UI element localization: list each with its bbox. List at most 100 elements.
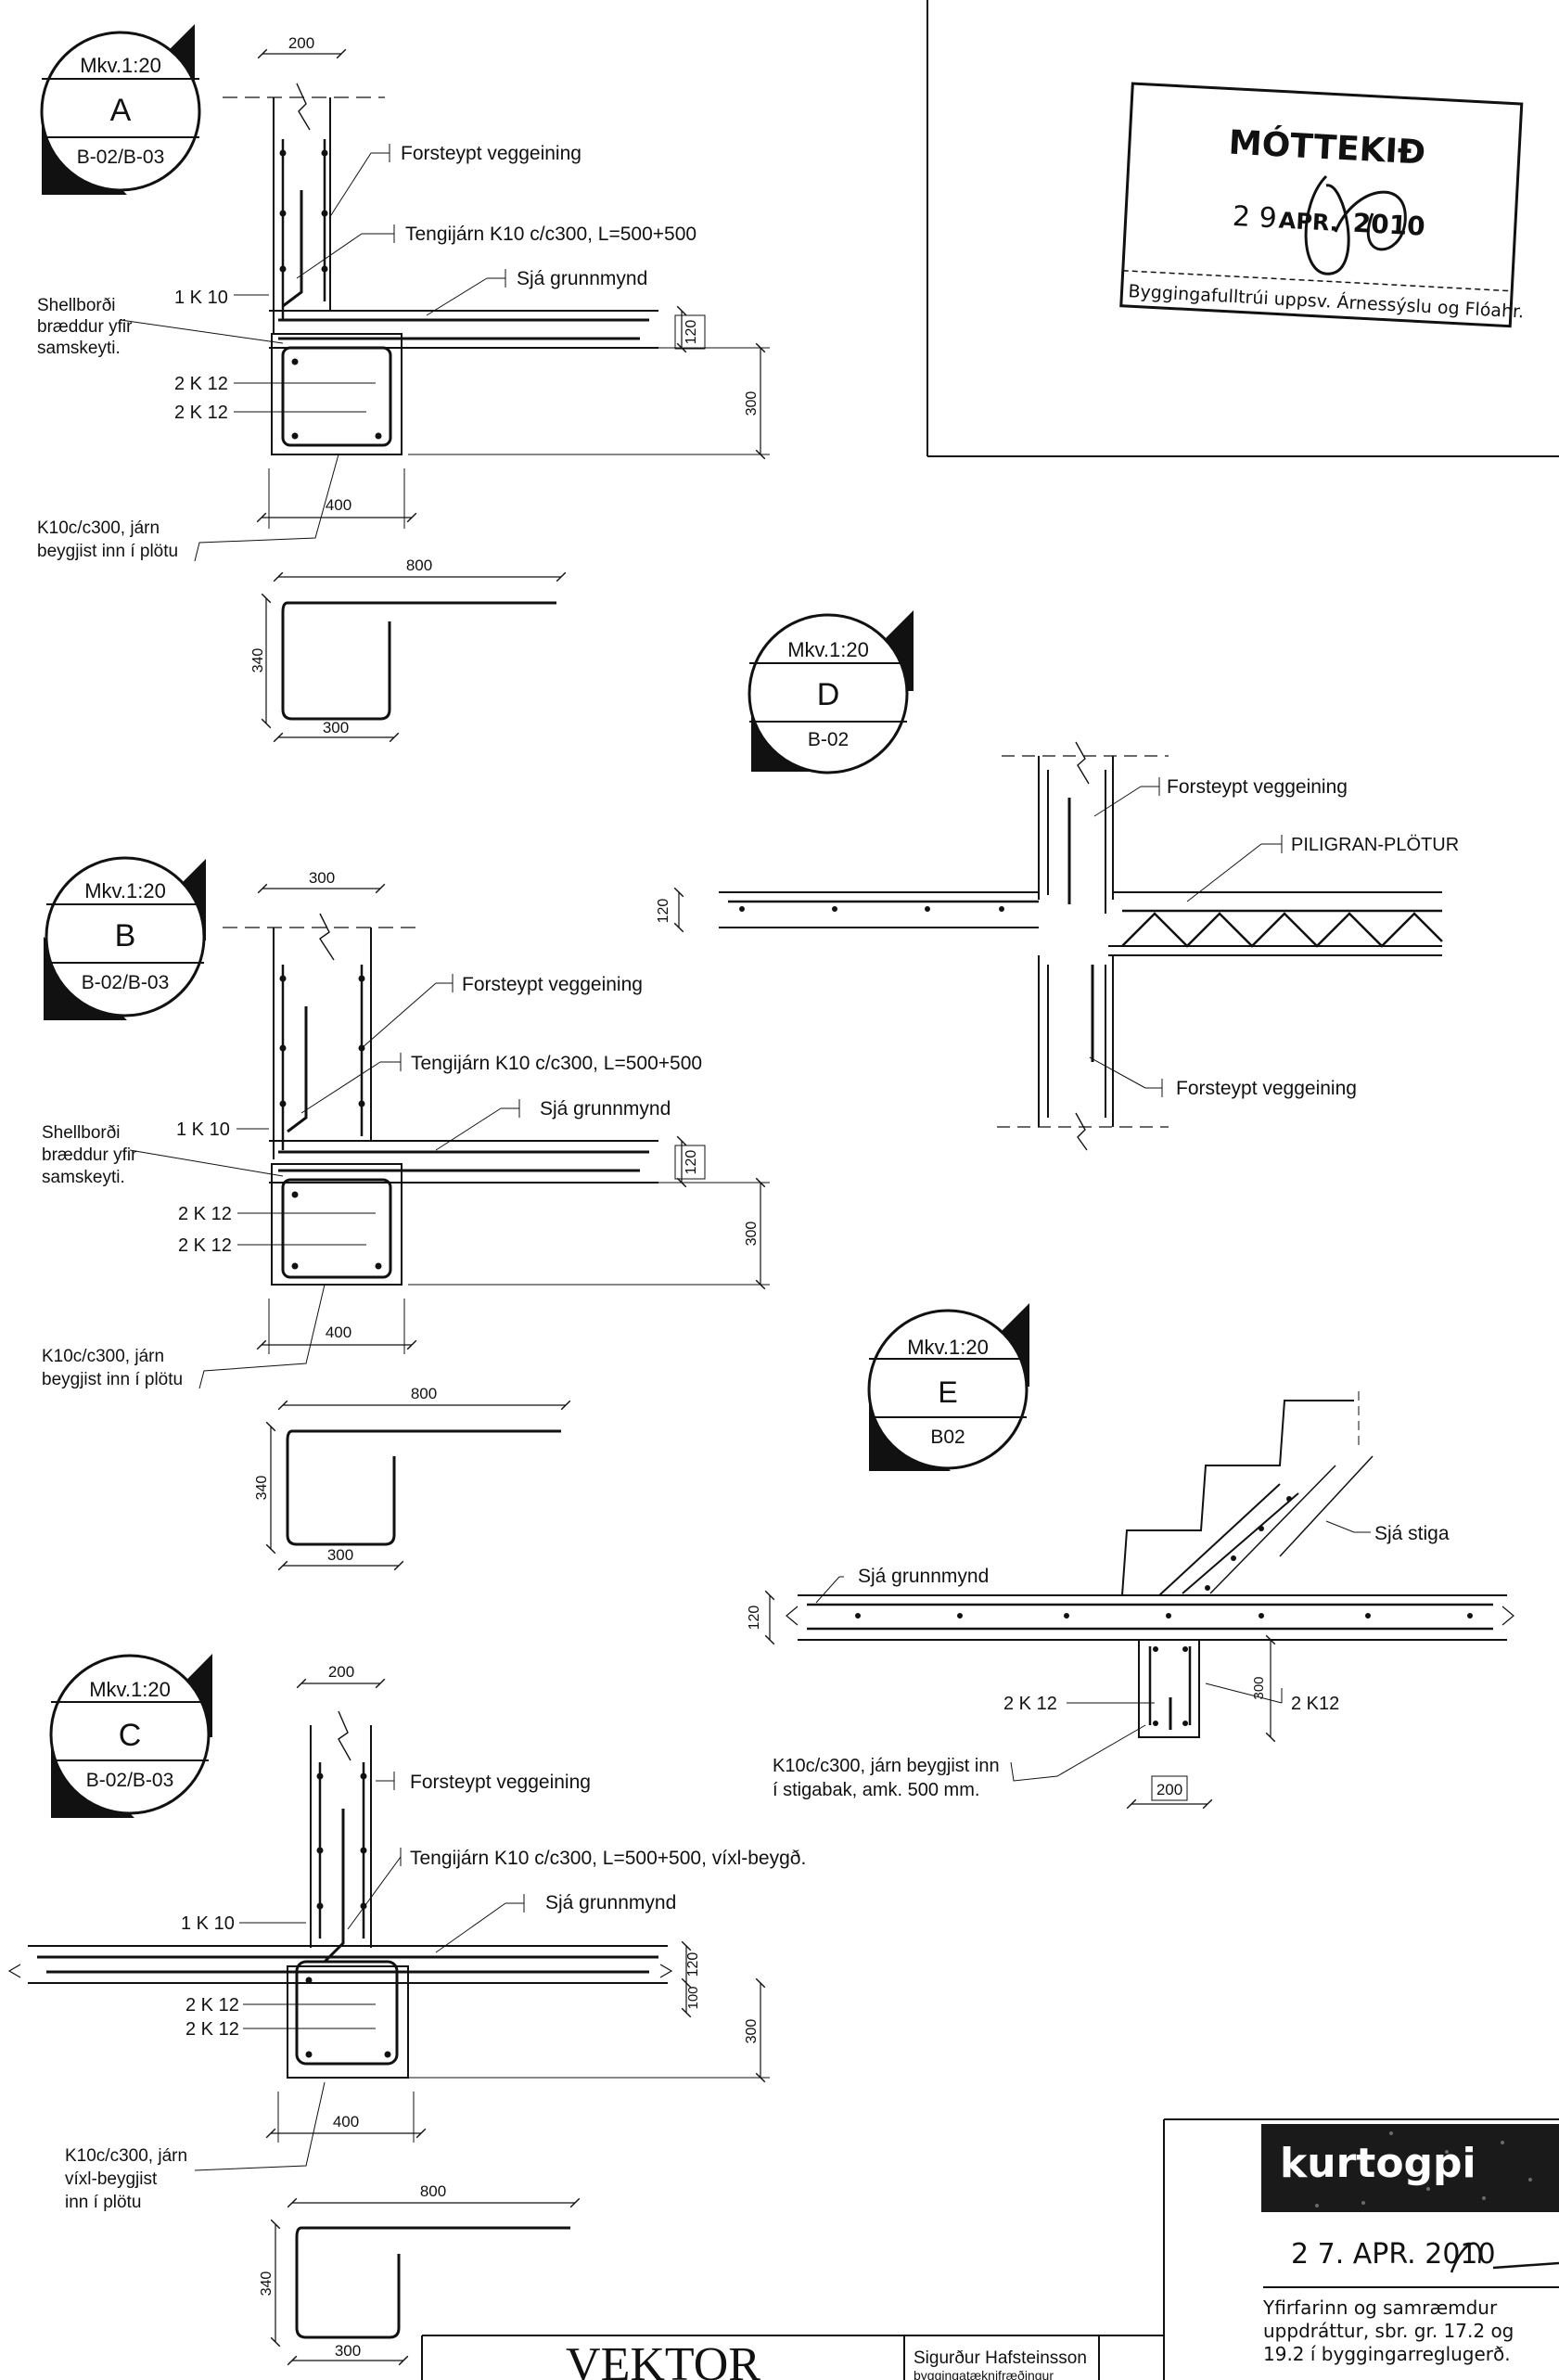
title-block-role: byggingatæknifræðingur	[914, 2368, 1054, 2380]
detail-b-bar-mid1: 2 K 12	[178, 1204, 232, 1224]
detail-c-sheets: B-02/B-03	[86, 1770, 174, 1791]
detail-b: Mkv.1:20 B B-02/B-03 300 120 300	[42, 856, 770, 1571]
detail-b-dim-stirrup-b: 300	[327, 1546, 353, 1564]
detail-b-letter: B	[115, 918, 136, 953]
detail-c-dim-slab2: 100	[685, 1986, 701, 2009]
detail-c-k10-1: K10c/c300, járn	[65, 2146, 187, 2166]
detail-b-dim-wall: 300	[309, 869, 335, 887]
detail-b-shelf-1: Shellborði	[42, 1123, 121, 1143]
detail-a: Mkv.1:20 A B-02/B-03 200 120	[37, 24, 770, 743]
detail-a-sheets: B-02/B-03	[77, 147, 165, 168]
detail-d-bubble: Mkv.1:20 D B-02	[748, 610, 914, 774]
detail-c-plan-ref: Sjá grunnmynd	[545, 1892, 676, 1913]
detail-b-k10-2: beygjist inn í plötu	[42, 1370, 183, 1389]
review-signature-icon	[1450, 2242, 1559, 2273]
detail-a-dim-slab: 120	[684, 320, 699, 345]
detail-a-dim-stirrup-w: 800	[406, 557, 432, 574]
detail-b-plan-ref: Sjá grunnmynd	[540, 1098, 671, 1120]
detail-c-k10-2: víxl-beygjist	[65, 2169, 158, 2189]
detail-c-wall-label: Forsteypt veggeining	[410, 1772, 591, 1793]
detail-b-shelf-3: samskeyti.	[42, 1168, 125, 1187]
detail-b-dim-slab: 120	[684, 1150, 699, 1175]
received-stamp-year: 2010	[1352, 208, 1426, 242]
received-stamp: MÓTTEKIÐ 2 9 APR. 2010 Byggingafulltrúi …	[1119, 82, 1525, 328]
detail-b-scale: Mkv.1:20	[84, 879, 166, 902]
detail-e-bar-left: 2 K 12	[1003, 1694, 1057, 1714]
detail-c-dim-stirrup-b: 300	[335, 2342, 361, 2360]
detail-d-wall-top: Forsteypt veggeining	[1167, 776, 1348, 798]
detail-c-bar-top: 1 K 10	[181, 1913, 235, 1934]
review-stamp: kurtogpi 2 7. APR. 2010 Yfirfarinn og sa…	[1163, 2118, 1559, 2380]
detail-b-shelf-2: bræddur yfir	[42, 1145, 137, 1165]
detail-a-shelf-1: Shellborði	[37, 296, 116, 315]
detail-d: Mkv.1:20 D B-02 120 Forsteypt veggeining	[656, 610, 1459, 1151]
detail-e-dim-slab: 120	[747, 1606, 762, 1631]
detail-a-shelf-3: samskeyti.	[37, 339, 121, 358]
review-stamp-date: 2 7. APR. 2010	[1291, 2238, 1496, 2271]
detail-c-dim-stirrup-w: 800	[420, 2182, 446, 2200]
title-block: VEKTOR Sigurður Hafsteinsson byggingatæk…	[421, 2335, 1164, 2380]
detail-a-scale: Mkv.1:20	[80, 54, 161, 77]
detail-a-wall-label: Forsteypt veggeining	[401, 143, 581, 164]
title-block-firm: VEKTOR	[566, 2338, 760, 2380]
detail-b-bar-mid2: 2 K 12	[178, 1235, 232, 1256]
detail-e-note-1: K10c/c300, járn beygjist inn	[773, 1756, 1000, 1776]
detail-c-tie-label: Tengijárn K10 c/c300, L=500+500, víxl-be…	[410, 1848, 806, 1869]
detail-e-stair-ref: Sjá stiga	[1374, 1523, 1450, 1544]
detail-c-dim-beam-h: 300	[744, 2019, 760, 2044]
detail-b-dim-beam-w: 400	[326, 1324, 351, 1341]
detail-e-letter: E	[938, 1376, 957, 1409]
detail-c-dim-wall: 200	[328, 1663, 354, 1681]
detail-a-letter: A	[110, 93, 132, 128]
detail-e-scale: Mkv.1:20	[907, 1336, 989, 1359]
detail-d-letter: D	[817, 677, 840, 712]
detail-c-bar-mid1: 2 K 12	[185, 1995, 239, 2015]
detail-e-sheets: B02	[930, 1427, 965, 1448]
detail-e-dim-beam-h: 300	[1251, 1676, 1267, 1699]
detail-c-bubble: Mkv.1:20 C B-02/B-03	[49, 1654, 212, 1818]
detail-c-k10-3: inn í plötu	[65, 2193, 141, 2212]
detail-a-tie-label: Tengijárn K10 c/c300, L=500+500	[405, 224, 696, 245]
detail-c-scale: Mkv.1:20	[89, 1678, 171, 1701]
detail-c-bar-mid2: 2 K 12	[185, 2019, 239, 2040]
detail-a-bar-top: 1 K 10	[174, 288, 228, 308]
detail-e: Mkv.1:20 E B02 120 300 200 Sjá stiga	[747, 1303, 1514, 1810]
detail-e-bar-right: 2 K12	[1291, 1694, 1339, 1714]
detail-b-k10-1: K10c/c300, járn	[42, 1347, 164, 1366]
detail-a-dim-beam-h: 300	[744, 391, 760, 416]
review-stamp-line3: 19.2 í byggingarreglugerð.	[1263, 2343, 1511, 2365]
detail-e-plan-ref: Sjá grunnmynd	[858, 1566, 989, 1587]
detail-a-bar-mid1: 2 K 12	[174, 374, 228, 394]
review-stamp-line2: uppdráttur, sbr. gr. 17.2 og	[1263, 2320, 1514, 2342]
detail-c-dim-beam-w: 400	[333, 2113, 359, 2130]
detail-a-dim-stirrup-h: 340	[250, 648, 266, 673]
detail-e-dim-beam-w: 200	[1156, 1781, 1182, 1798]
detail-a-bar-mid2: 2 K 12	[174, 403, 228, 423]
detail-b-dim-stirrup-h: 340	[254, 1476, 270, 1501]
review-stamp-line1: Yfirfarinn og samræmdur	[1262, 2297, 1498, 2319]
detail-d-sheets: B-02	[808, 729, 849, 750]
detail-e-note-2: í stigabak, amk. 500 mm.	[773, 1780, 979, 1800]
detail-c-dim-stirrup-h: 340	[259, 2271, 275, 2297]
received-stamp-title: MÓTTEKIÐ	[1228, 123, 1426, 173]
signature-icon	[1304, 174, 1407, 275]
detail-a-k10-1: K10c/c300, járn	[37, 518, 160, 538]
detail-a-dim-beam-w: 400	[326, 496, 351, 514]
detail-c: Mkv.1:20 C B-02/B-03 200 120 100 300	[7, 1654, 806, 2366]
detail-a-bubble: Mkv.1:20 A B-02/B-03	[40, 24, 201, 195]
detail-a-shelf-2: bræddur yfir	[37, 317, 133, 337]
detail-b-bubble: Mkv.1:20 B B-02/B-03	[44, 856, 206, 1020]
detail-d-wall-bottom: Forsteypt veggeining	[1176, 1078, 1357, 1099]
received-stamp-day: 2 9	[1232, 200, 1277, 235]
detail-b-dim-beam-h: 300	[744, 1222, 760, 1247]
detail-c-dim-slab: 120	[685, 1952, 701, 1977]
detail-d-slab-label: PILIGRAN-PLÖTUR	[1291, 835, 1459, 855]
detail-c-letter: C	[119, 1718, 142, 1753]
review-stamp-brand: kurtogpi	[1280, 2140, 1476, 2187]
detail-b-tie-label: Tengijárn K10 c/c300, L=500+500	[411, 1053, 702, 1074]
detail-b-wall-label: Forsteypt veggeining	[462, 974, 643, 995]
detail-b-dim-stirrup-w: 800	[411, 1385, 437, 1402]
received-stamp-area: MÓTTEKIÐ 2 9 APR. 2010 Byggingafulltrúi …	[926, 0, 1559, 457]
detail-b-bar-top: 1 K 10	[176, 1120, 230, 1140]
